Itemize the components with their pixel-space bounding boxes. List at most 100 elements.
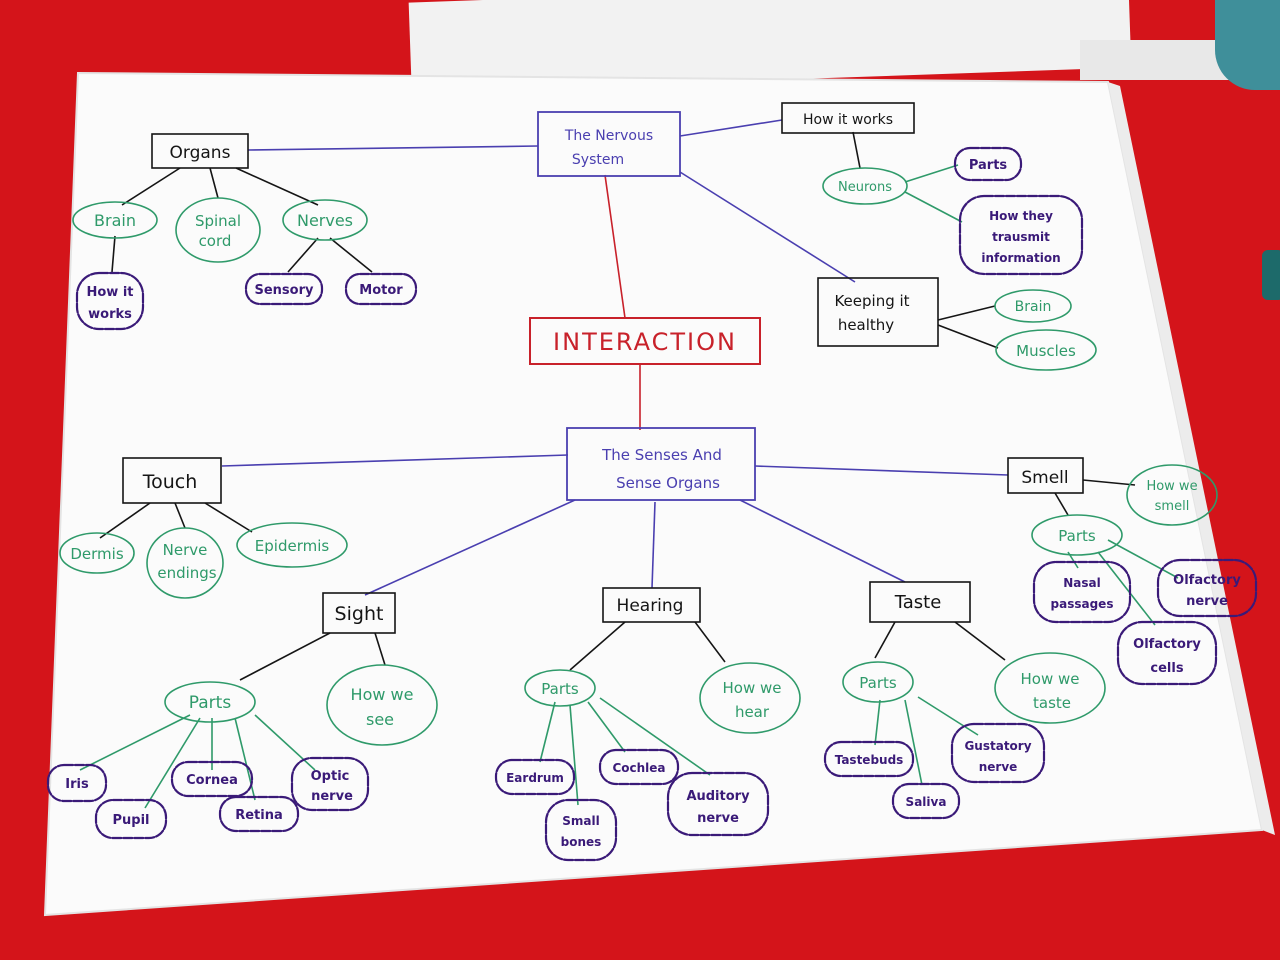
cloud-auditory — [666, 771, 770, 837]
cloud-optic — [290, 756, 370, 812]
oval-brain — [72, 201, 158, 239]
cloud-cornea — [170, 760, 254, 798]
topic-senses-line1: The Senses And — [601, 446, 722, 464]
label-cornea: Cornea — [186, 773, 238, 788]
link-nervous-organs — [247, 145, 539, 151]
box-hearing — [602, 587, 701, 623]
link-sight-howsee — [374, 632, 386, 666]
label-touch: Touch — [142, 471, 198, 493]
label-auditory-2: nerve — [697, 811, 739, 826]
label-sight-parts: Parts — [189, 693, 232, 713]
label-nasal-2: passages — [1051, 597, 1114, 611]
cloud-tastebuds — [823, 740, 915, 778]
link-senses-hearing — [651, 501, 656, 589]
label-how-smell-1: How we — [1146, 479, 1197, 494]
link-howitworks-neurons — [852, 131, 861, 169]
label-gustatory-2: nerve — [979, 760, 1018, 774]
label-hearing: Hearing — [617, 596, 684, 616]
label-parts-neurons: Parts — [969, 158, 1008, 173]
link-touch-dermis — [99, 502, 151, 539]
link-senses-touch — [221, 454, 569, 467]
link-organs-nerves — [235, 167, 319, 206]
label-olfactory-nerve-2: nerve — [1186, 594, 1228, 609]
label-how-it-works-leaf-1: How it — [86, 285, 133, 300]
label-hearing-parts: Parts — [541, 680, 579, 698]
label-taste: Taste — [894, 592, 942, 613]
link-hearing-parts — [569, 621, 626, 671]
label-dermis: Dermis — [70, 545, 123, 563]
link-neurons-transmit — [904, 191, 963, 223]
box-howitworks — [781, 102, 915, 134]
link-senses-smell — [754, 465, 1009, 476]
subtopic-labels: Organs How it works Keeping it healthy T… — [142, 112, 1069, 625]
link-brain-howitworks — [111, 235, 116, 273]
label-nerves: Nerves — [297, 211, 353, 230]
cloud-eardrum — [494, 758, 576, 796]
link-tasteparts-tastebuds — [874, 699, 881, 746]
cloud-iris — [46, 763, 108, 803]
link-smellparts-olfnerve — [1107, 539, 1179, 579]
oval-taste-parts — [842, 661, 914, 703]
link-hearingparts-eardrum — [539, 701, 556, 763]
subtopic-boxes — [122, 102, 1084, 634]
oval-how-taste — [994, 652, 1106, 724]
label-auditory-1: Auditory — [686, 789, 750, 804]
label-how-smell-2: smell — [1155, 499, 1190, 514]
link-touch-nerveendings — [174, 502, 186, 529]
label-transmit-2: trausmit — [992, 230, 1050, 244]
oval-how-see — [326, 664, 438, 746]
link-hearingparts-cochlea — [587, 701, 626, 753]
label-pupil: Pupil — [112, 813, 149, 828]
center-node: INTERACTION — [529, 317, 761, 365]
oval-smell-parts — [1031, 514, 1123, 556]
purple-labels: How it works Sensory Motor Parts How the… — [65, 158, 1241, 849]
label-organs: Organs — [170, 143, 231, 163]
link-taste-howtaste — [954, 621, 1006, 661]
label-optic-1: Optic — [311, 769, 350, 784]
center-label: INTERACTION — [553, 328, 737, 356]
cloud-cochlea — [598, 748, 680, 786]
topic-senses-line2: Sense Organs — [616, 474, 720, 492]
link-senses-sight — [364, 499, 576, 596]
link-tasteparts-saliva — [904, 699, 923, 786]
cloth-corner — [1215, 0, 1280, 90]
oval-epidermis — [236, 522, 348, 568]
label-sight: Sight — [335, 603, 384, 625]
label-optic-2: nerve — [311, 789, 353, 804]
link-sightparts-pupil — [144, 717, 201, 809]
label-muscles: Muscles — [1016, 342, 1076, 360]
label-how-hear-2: hear — [735, 703, 770, 721]
topic-nervous-line2: System — [572, 152, 624, 168]
label-how-taste-2: taste — [1033, 694, 1071, 712]
cloud-motor — [344, 272, 418, 306]
link-nervous-center — [604, 174, 626, 319]
cloud-olfactory-nerve — [1156, 558, 1258, 618]
label-keeping-2: healthy — [838, 316, 894, 334]
link-keeping-brain — [937, 305, 996, 321]
topic-senses: The Senses And Sense Organs — [566, 427, 756, 501]
topic-nervous-system: The Nervous System — [537, 111, 681, 177]
oval-how-smell — [1126, 464, 1218, 526]
oval-sight-parts — [164, 681, 256, 723]
topic-nervous-line1: The Nervous — [564, 128, 653, 144]
paper-sheet-edge — [1108, 82, 1275, 835]
link-sightparts-iris — [79, 714, 191, 771]
cloud-saliva — [891, 782, 961, 820]
label-nasal-1: Nasal — [1063, 576, 1101, 590]
label-olfactory-nerve-1: Olfactory — [1173, 573, 1241, 588]
label-olfactory-cells-1: Olfactory — [1133, 637, 1201, 652]
label-transmit-1: How they — [989, 209, 1053, 223]
link-smell-parts — [1054, 492, 1069, 516]
link-keeping-muscles — [937, 324, 999, 349]
pen-cap — [1262, 250, 1280, 300]
link-organs-brain — [121, 167, 181, 206]
oval-neurons — [822, 167, 908, 205]
cloud-pupil — [94, 798, 168, 840]
link-sight-parts — [239, 632, 331, 681]
label-nerve-endings-1: Nerve — [163, 541, 208, 559]
label-iris: Iris — [65, 777, 89, 792]
link-hearingparts-auditory — [599, 697, 711, 776]
label-epidermis: Epidermis — [255, 537, 330, 555]
box-sight — [322, 592, 396, 634]
